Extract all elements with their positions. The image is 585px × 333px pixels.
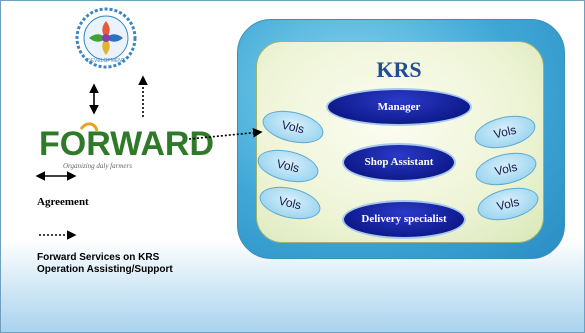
role-shop-assistant: Shop Assistant [342,143,456,182]
partner-seal-logo: DEVELOPMENT [75,7,137,69]
forward-swoosh-icon [79,122,99,132]
legend-services-label: Forward Services on KRS Operation Assist… [37,252,173,275]
role-manager: Manager [326,88,472,126]
krs-title: KRS [376,57,422,82]
services-arrow-right [188,127,263,140]
role-delivery-specialist: Delivery specialist [342,200,466,239]
forward-tagline: Organizing daly farmers [63,162,132,170]
seal-text: DEVELOPMENT [87,58,125,64]
legend-agreement-label: Agreement [37,196,89,208]
seal-icon: DEVELOPMENT [75,7,137,69]
